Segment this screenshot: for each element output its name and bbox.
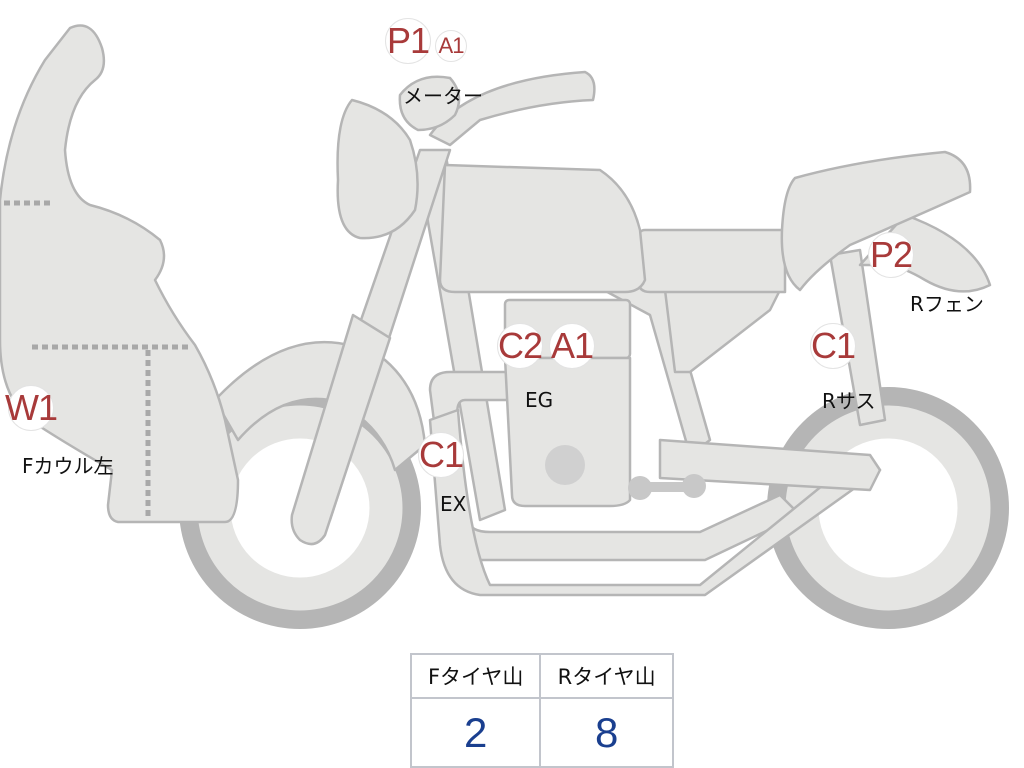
fuel-tank: [438, 163, 647, 294]
engine-secondary-badge: A1: [549, 323, 595, 369]
rear-seat-cowl: [780, 150, 972, 292]
side-cover: [663, 288, 782, 374]
meter-label: メーター: [403, 84, 483, 108]
front-cowl: [0, 24, 240, 524]
front-tire-value: 2: [409, 697, 542, 768]
rear-tire-header: Rタイヤ山: [539, 653, 674, 699]
engine-label: EG: [525, 388, 554, 412]
headlight: [336, 98, 419, 240]
seat: [636, 228, 787, 294]
exhaust-code-badge: C1: [418, 432, 464, 478]
rear-suspension-code-badge: C1: [810, 323, 856, 369]
rear-fender-label: Rフェン: [910, 292, 984, 316]
engine-code-badge: C2: [497, 323, 543, 369]
rear-fender-code-badge: P2: [868, 232, 914, 278]
front-cowl-code-badge: W1: [5, 385, 58, 431]
exhaust-label: EX: [440, 492, 467, 516]
rear-shock: [828, 248, 887, 427]
rear-suspension-label: Rサス: [822, 389, 876, 413]
swingarm: [658, 438, 882, 492]
meter-code-badge: P1: [385, 18, 431, 64]
meter-pod: [398, 75, 461, 132]
rear-tire-value: 8: [539, 697, 674, 768]
handlebar: [428, 70, 596, 147]
tire-tread-table: Fタイヤ山 Rタイヤ山 2 8: [409, 653, 674, 768]
meter-secondary-badge: A1: [435, 30, 467, 62]
front-tire-header: Fタイヤ山: [409, 653, 542, 699]
front-cowl-left-label: Fカウル左: [22, 454, 114, 478]
